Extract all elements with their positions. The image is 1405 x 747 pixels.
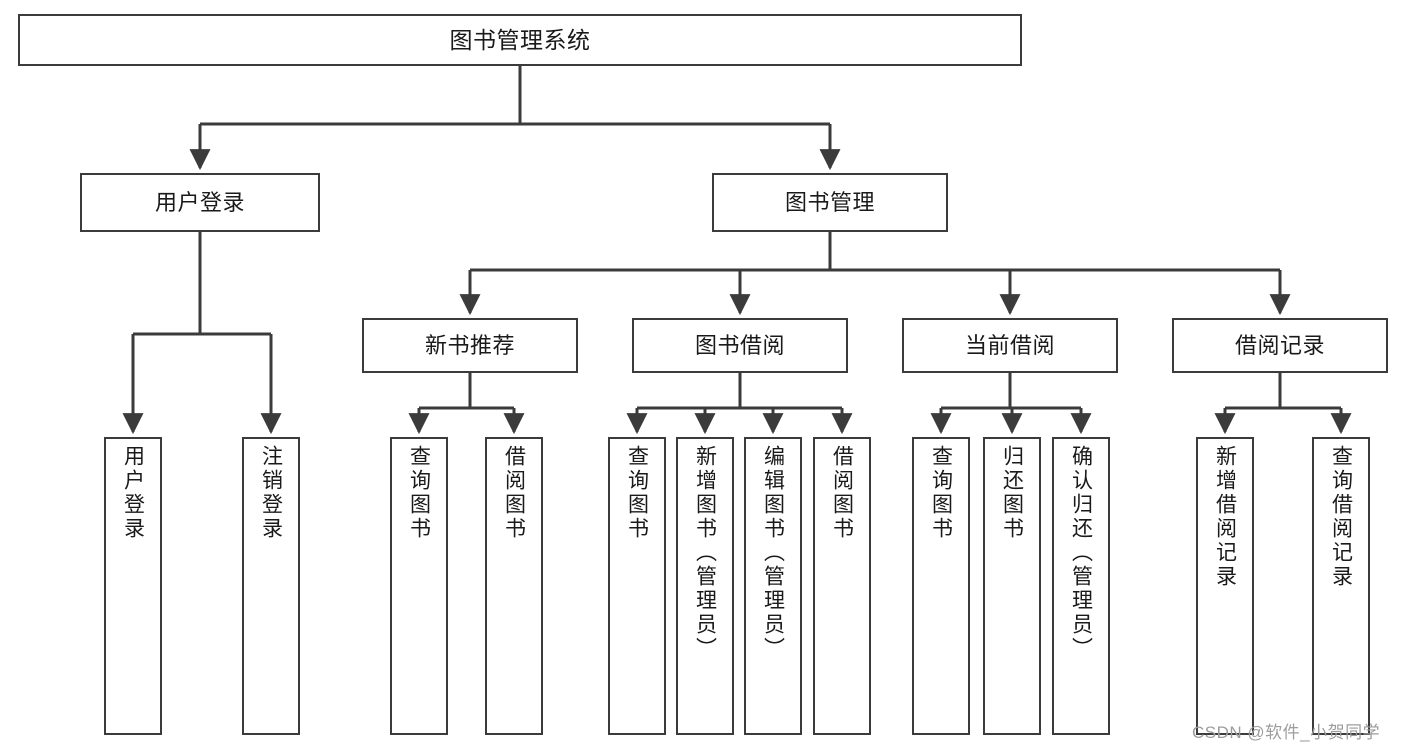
node-user-login[interactable]: 用户登录 (80, 173, 320, 232)
leaf-label: 编辑图书（管理员） (761, 445, 785, 661)
node-book-borrow[interactable]: 图书借阅 (632, 318, 848, 373)
leaf-label: 查询借阅记录 (1329, 445, 1353, 589)
node-new-book-recommend[interactable]: 新书推荐 (362, 318, 578, 373)
node-root-label: 图书管理系统 (449, 26, 591, 53)
node-root[interactable]: 图书管理系统 (18, 14, 1022, 66)
node-book-management-label: 图书管理 (784, 189, 875, 215)
leaf-query-book-current[interactable]: 查询图书 (912, 437, 970, 735)
leaf-label: 查询图书 (929, 445, 953, 541)
leaf-logout-login[interactable]: 注销登录 (242, 437, 300, 735)
leaf-add-borrow-record[interactable]: 新增借阅记录 (1196, 437, 1254, 735)
leaf-add-book-admin[interactable]: 新增图书（管理员） (676, 437, 734, 735)
leaf-return-book[interactable]: 归还图书 (983, 437, 1041, 735)
node-user-login-label: 用户登录 (154, 189, 245, 215)
leaf-confirm-return-admin[interactable]: 确认归还（管理员） (1052, 437, 1110, 735)
node-borrow-records-label: 借阅记录 (1234, 332, 1325, 358)
node-current-borrow-label: 当前借阅 (964, 332, 1055, 358)
leaf-label: 借阅图书 (502, 445, 526, 541)
node-book-management[interactable]: 图书管理 (712, 173, 948, 232)
node-new-book-recommend-label: 新书推荐 (424, 332, 515, 358)
watermark: CSDN @软件_小贺同学 (1192, 723, 1381, 742)
leaf-borrow-book[interactable]: 借阅图书 (813, 437, 871, 735)
leaf-label: 借阅图书 (830, 445, 854, 541)
leaf-edit-book-admin[interactable]: 编辑图书（管理员） (744, 437, 802, 735)
leaf-user-login[interactable]: 用户登录 (104, 437, 162, 735)
node-book-borrow-label: 图书借阅 (694, 332, 785, 358)
leaf-label: 用户登录 (121, 445, 145, 541)
leaf-query-book-borrow[interactable]: 查询图书 (608, 437, 666, 735)
leaf-label: 新增借阅记录 (1213, 445, 1237, 589)
leaf-label: 归还图书 (1000, 445, 1024, 541)
leaf-label: 查询图书 (625, 445, 649, 541)
leaf-label: 新增图书（管理员） (693, 445, 717, 661)
leaf-label: 确认归还（管理员） (1069, 445, 1093, 661)
leaf-label: 注销登录 (259, 445, 283, 541)
leaf-label: 查询图书 (407, 445, 431, 541)
leaf-query-borrow-record[interactable]: 查询借阅记录 (1312, 437, 1370, 735)
leaf-borrow-book-new[interactable]: 借阅图书 (485, 437, 543, 735)
node-borrow-records[interactable]: 借阅记录 (1172, 318, 1388, 373)
node-current-borrow[interactable]: 当前借阅 (902, 318, 1118, 373)
leaf-query-book-new[interactable]: 查询图书 (390, 437, 448, 735)
